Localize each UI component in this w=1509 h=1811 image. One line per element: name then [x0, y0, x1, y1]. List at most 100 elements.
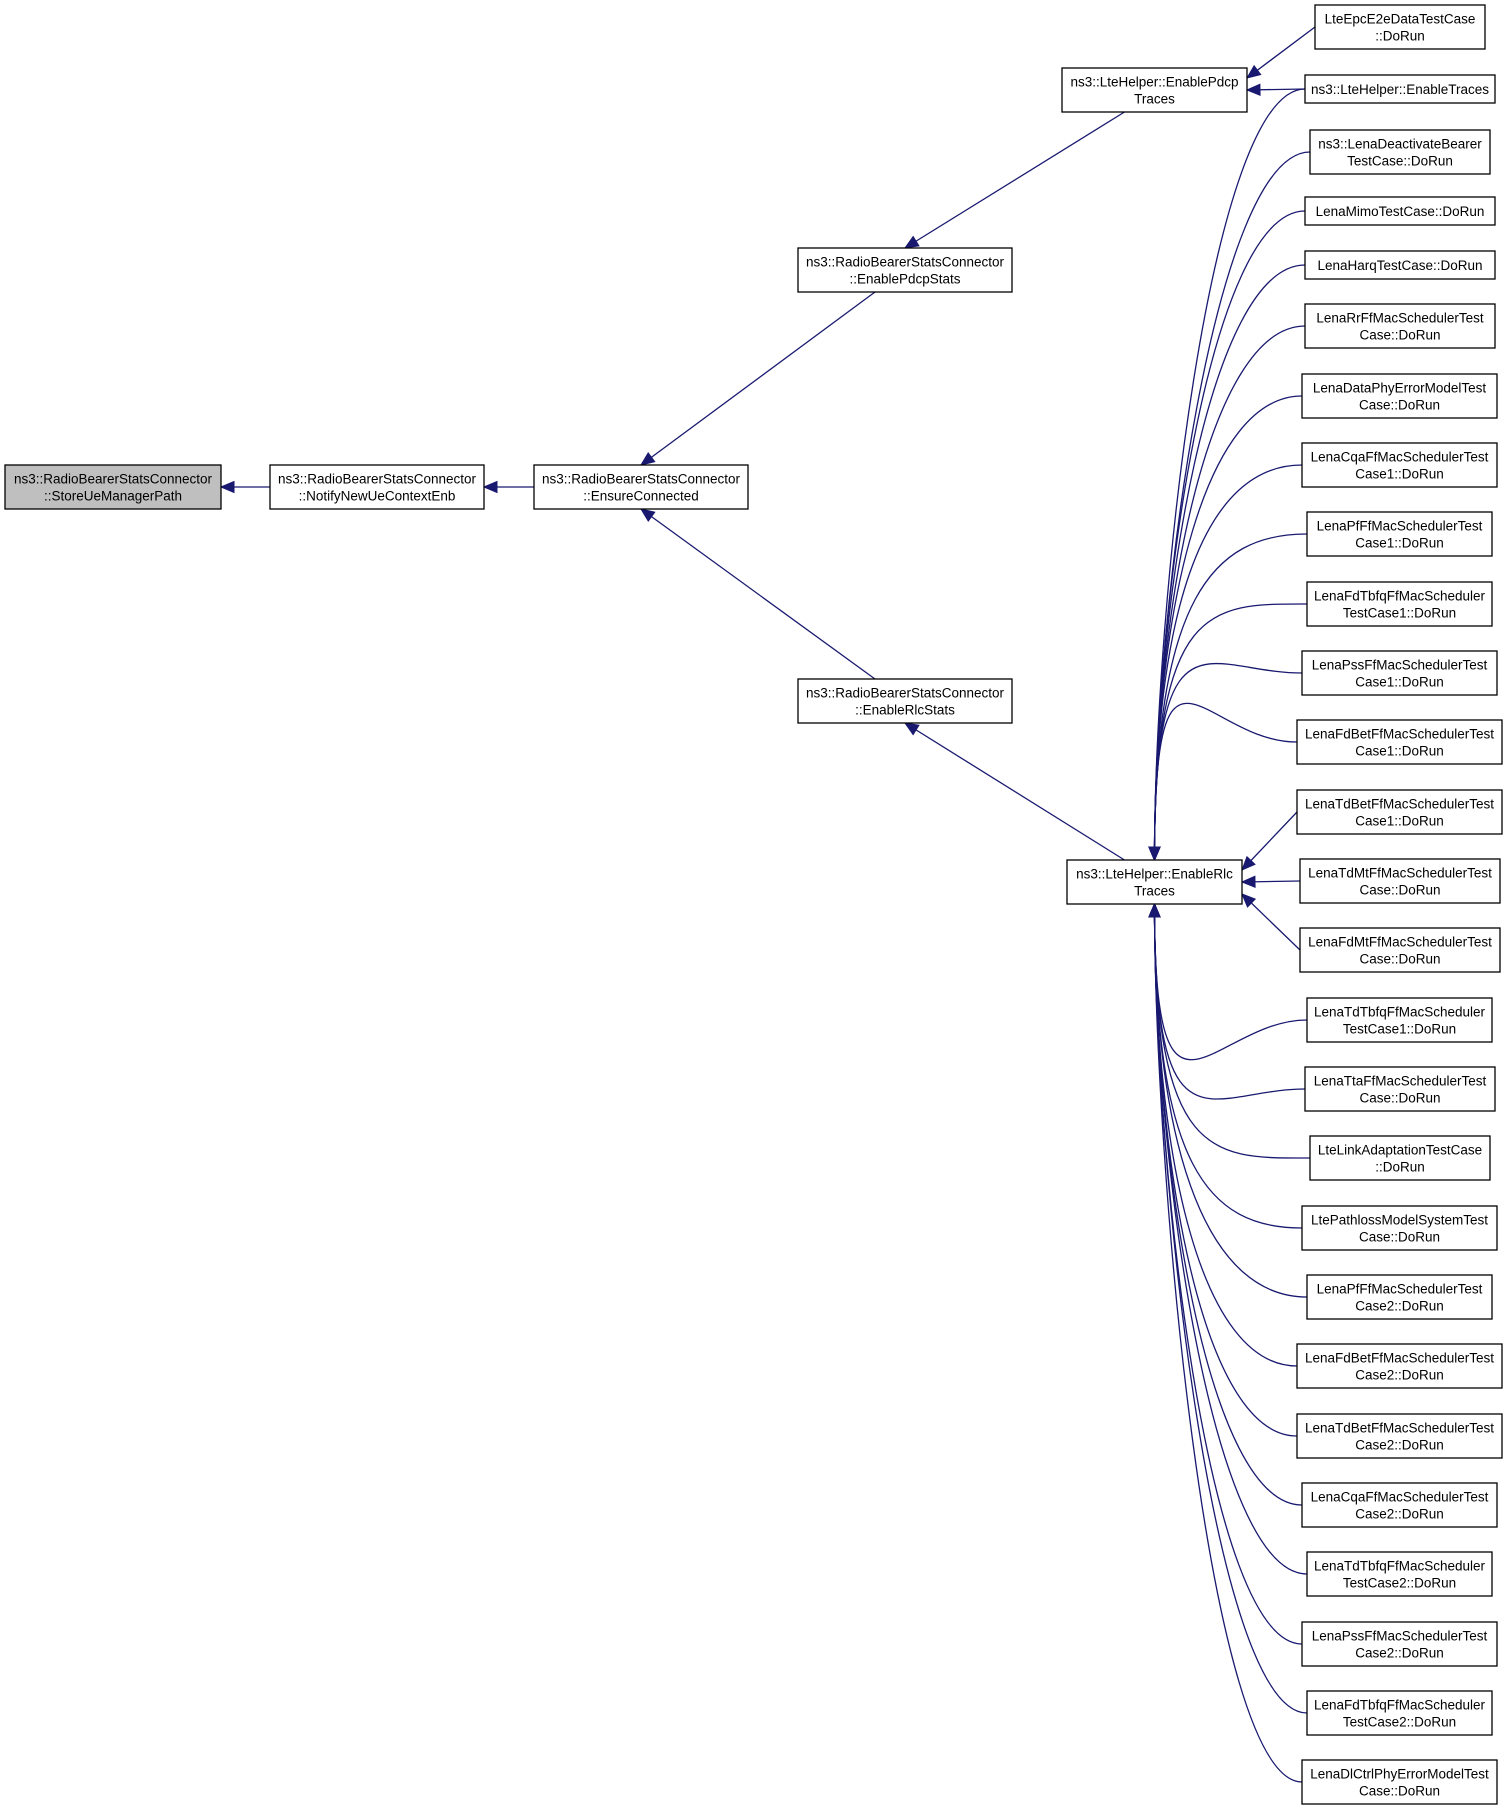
node-box [1296, 789, 1503, 835]
edge-pf2-to-rlctraces [1153, 903, 1308, 1298]
edge-tdtbfq1-to-rlctraces [1153, 903, 1308, 1061]
node-label-line: TestCase2::DoRun [1343, 1715, 1456, 1730]
node-box [269, 464, 485, 510]
node-box [1301, 1205, 1498, 1251]
arrowhead-icon [482, 480, 498, 494]
node-label-line: Case1::DoRun [1355, 467, 1444, 482]
edges-layer [219, 26, 1316, 1783]
node-label-line: LenaDlCtrlPhyErrorModelTest [1310, 1767, 1489, 1782]
node-box [1301, 442, 1498, 488]
node-box [1306, 581, 1493, 627]
node-box [1066, 859, 1243, 905]
node-label-line: ::EnableRlcStats [855, 703, 955, 718]
node-box [1304, 303, 1496, 349]
node-box [1296, 1343, 1503, 1389]
edge-rlctraces-to-rlcstats [904, 722, 1125, 861]
node-box [1306, 997, 1493, 1043]
node-label-line: LenaTdTbfqFfMacScheduler [1314, 1559, 1486, 1574]
node-label-line: ns3::LteHelper::EnablePdcp [1070, 75, 1238, 90]
edge-pdcpstats-to-ensure [640, 291, 876, 466]
node-label-line: ns3::RadioBearerStatsConnector [542, 472, 741, 487]
node-enabletraces[interactable]: ns3::LteHelper::EnableTraces [1304, 74, 1496, 104]
node-label-line: ns3::LteHelper::EnableTraces [1311, 82, 1489, 97]
node-label-line: LteEpcE2eDataTestCase [1325, 12, 1476, 27]
node-box [1304, 250, 1496, 280]
node-label-line: LenaCqaFfMacSchedulerTest [1311, 450, 1489, 465]
node-rlcstats[interactable]: ns3::RadioBearerStatsConnector::EnableRl… [797, 678, 1013, 724]
node-store[interactable]: ns3::RadioBearerStatsConnector::StoreUeM… [4, 464, 222, 510]
edge-fdbet1-to-rlctraces [1153, 702, 1298, 861]
node-label-line: ::DoRun [1375, 29, 1425, 44]
node-label-line: Case1::DoRun [1355, 814, 1444, 829]
node-label-line: Case::DoRun [1359, 1091, 1440, 1106]
node-label-line: LenaRrFfMacSchedulerTest [1316, 311, 1484, 326]
node-notify[interactable]: ns3::RadioBearerStatsConnector::NotifyNe… [269, 464, 485, 510]
node-label-line: Case::DoRun [1359, 883, 1440, 898]
node-label-line: LenaDataPhyErrorModelTest [1313, 381, 1487, 396]
arrowhead-icon [1240, 875, 1256, 889]
node-label-line: LenaTdBetFfMacSchedulerTest [1305, 797, 1494, 812]
edge-pdcptraces-to-pdcpstats [904, 111, 1125, 249]
node-label-line: ns3::RadioBearerStatsConnector [14, 472, 213, 487]
node-linkad[interactable]: LteLinkAdaptationTestCase::DoRun [1309, 1135, 1491, 1181]
node-label-line: Case::DoRun [1359, 328, 1440, 343]
edge-linkad-to-rlctraces [1153, 903, 1311, 1159]
node-label-line: Case2::DoRun [1355, 1507, 1444, 1522]
node-box [797, 247, 1013, 293]
node-mimo[interactable]: LenaMimoTestCase::DoRun [1304, 196, 1496, 226]
node-label-line: ::StoreUeManagerPath [44, 489, 182, 504]
node-box [1301, 1482, 1498, 1528]
node-label-line: Case::DoRun [1359, 1784, 1440, 1799]
node-box [1296, 1413, 1503, 1459]
node-pdcpstats[interactable]: ns3::RadioBearerStatsConnector::EnablePd… [797, 247, 1013, 293]
node-box [1306, 1551, 1493, 1597]
node-epc[interactable]: LteEpcE2eDataTestCase::DoRun [1314, 4, 1486, 50]
node-label-line: TestCase1::DoRun [1343, 1022, 1456, 1037]
node-box [1304, 1066, 1496, 1112]
node-label-line: LenaTdMtFfMacSchedulerTest [1308, 866, 1492, 881]
nodes-layer: ns3::RadioBearerStatsConnector::StoreUeM… [4, 4, 1503, 1805]
edge-cqa1-to-rlctraces [1153, 464, 1303, 861]
node-box [4, 464, 222, 510]
arrowhead-icon [1148, 846, 1161, 862]
node-ensure[interactable]: ns3::RadioBearerStatsConnector::EnsureCo… [533, 464, 749, 510]
node-box [1301, 373, 1498, 419]
node-label-line: LenaTdBetFfMacSchedulerTest [1305, 1421, 1494, 1436]
arrowhead-icon [1241, 893, 1257, 908]
arrowhead-icon [903, 722, 920, 736]
node-label-line: Case::DoRun [1359, 398, 1440, 413]
node-box [1296, 719, 1503, 765]
node-box [797, 678, 1013, 724]
arrowhead-icon [1245, 64, 1262, 79]
node-harq[interactable]: LenaHarqTestCase::DoRun [1304, 250, 1496, 280]
edge-rlcstats-to-ensure [640, 508, 876, 680]
node-label-line: LenaPfFfMacSchedulerTest [1317, 1282, 1483, 1297]
node-box [1309, 1135, 1491, 1181]
edge-enabletraces-to-rlctraces [1153, 88, 1306, 861]
arrowhead-icon [903, 235, 920, 249]
